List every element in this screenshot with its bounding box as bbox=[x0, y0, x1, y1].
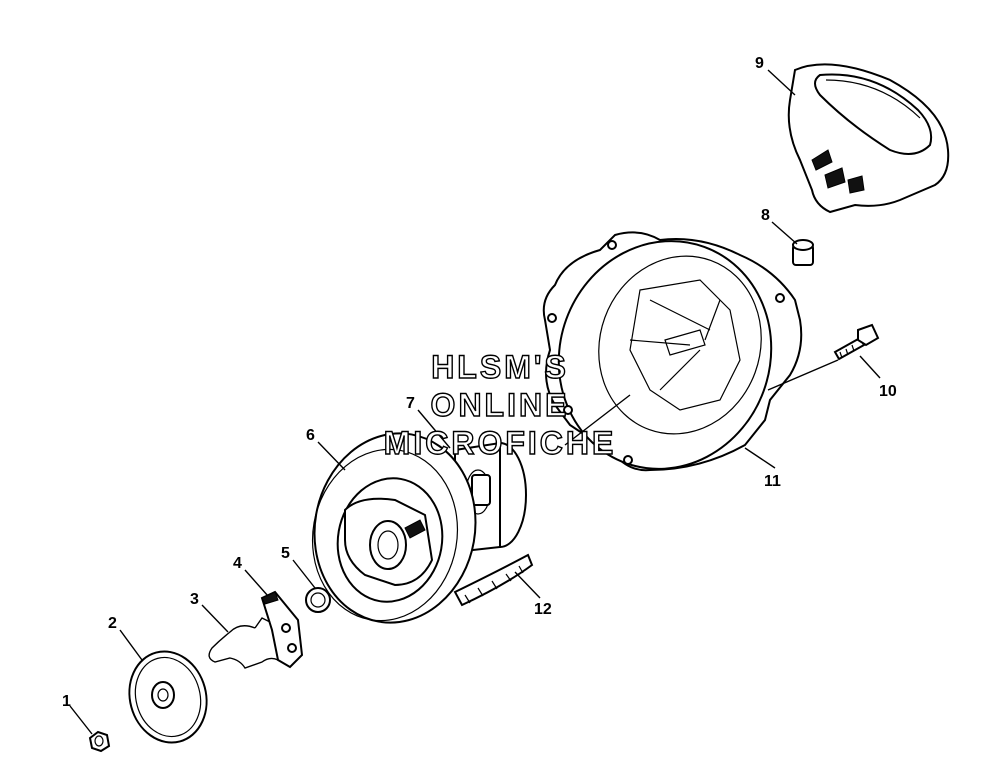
handle-bushing bbox=[792, 239, 814, 266]
watermark-line-1: HLSM'S bbox=[431, 349, 569, 385]
callout-8: 8 bbox=[761, 207, 770, 224]
housing-bolt bbox=[833, 323, 880, 361]
friction-plate bbox=[128, 650, 208, 744]
retaining-nut bbox=[88, 730, 111, 753]
callout-3: 3 bbox=[190, 591, 199, 608]
callout-4: 4 bbox=[233, 555, 242, 572]
leader-lines bbox=[69, 69, 881, 735]
starter-housing bbox=[542, 231, 803, 472]
callout-10: 10 bbox=[879, 383, 897, 400]
callout-7: 7 bbox=[406, 395, 415, 412]
callout-9: 9 bbox=[755, 55, 764, 72]
callout-12: 12 bbox=[534, 601, 552, 618]
starter-rope bbox=[453, 553, 534, 607]
starter-pawl bbox=[260, 590, 304, 669]
callout-6: 6 bbox=[306, 427, 315, 444]
callout-11: 11 bbox=[764, 473, 781, 490]
spring-clip bbox=[305, 587, 331, 613]
starter-handle bbox=[787, 63, 950, 214]
watermark-line-3: MICROFICHE bbox=[384, 425, 617, 461]
callout-2: 2 bbox=[108, 615, 117, 632]
rope-pulley bbox=[311, 432, 477, 624]
callout-5: 5 bbox=[281, 545, 290, 562]
watermark-line-2: ONLINE bbox=[431, 387, 570, 423]
friction-spring bbox=[208, 617, 279, 669]
callout-1: 1 bbox=[62, 693, 71, 710]
